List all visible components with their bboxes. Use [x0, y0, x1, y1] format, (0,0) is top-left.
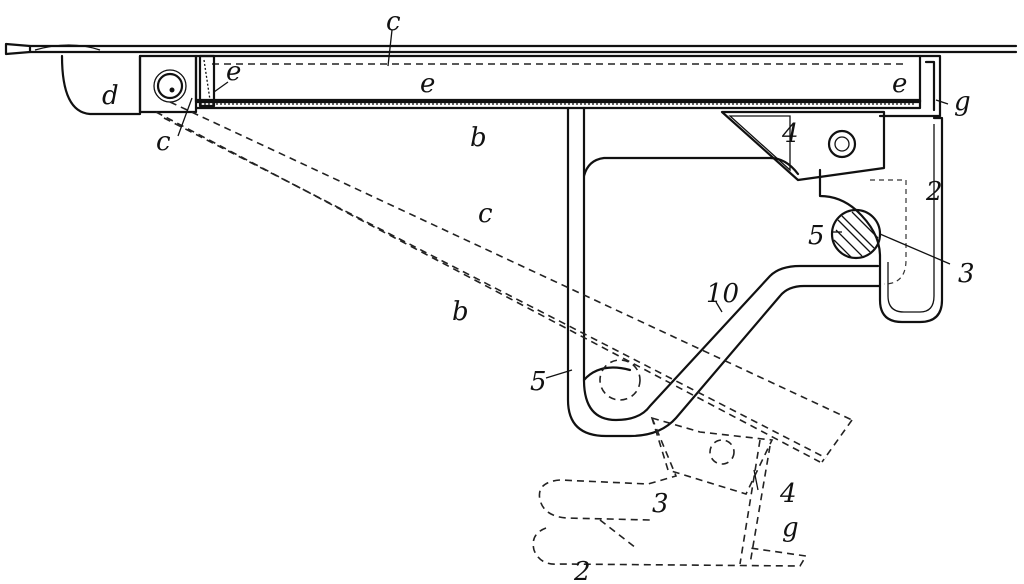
leader-lines: [177, 29, 951, 491]
hook-link-top: [818, 116, 944, 324]
latch-plate-top: [720, 110, 886, 182]
shaft-section: [830, 208, 882, 260]
label-4-low: 4: [779, 479, 797, 509]
label-c-diag: c: [478, 199, 493, 229]
top-plate: [4, 42, 1018, 56]
label-2-low: 2: [573, 557, 591, 584]
label-3-top: 3: [958, 259, 975, 289]
label-g-low: g: [782, 513, 799, 543]
hanger-bracket: [566, 106, 882, 438]
label-5-low: 5: [530, 367, 547, 397]
end-bracket: [878, 54, 942, 118]
label-2-top: 2: [925, 177, 943, 207]
lowered-leaf-ghost: [155, 101, 853, 463]
label-5-top: 5: [808, 221, 825, 251]
label-4-top: 4: [781, 119, 799, 149]
label-10: 10: [706, 279, 739, 309]
label-e-left: e: [226, 57, 241, 87]
label-e-right: e: [892, 69, 907, 99]
label-b-diag: b: [452, 297, 469, 327]
label-3-low: 3: [652, 489, 669, 519]
label-g-top: g: [954, 87, 971, 117]
label-c-lower-left: c: [156, 127, 171, 157]
hinge-block: [60, 54, 198, 116]
label-d: d: [102, 81, 119, 111]
leaf-frame: [194, 54, 922, 110]
label-e-mid: e: [420, 69, 435, 99]
reference-labels: c d e e e g c b 4 2 5 3 c b 10 5 3 4 g 2: [102, 7, 975, 584]
lowered-latch-ghost: [532, 359, 808, 567]
label-b-top: b: [470, 123, 487, 153]
label-c-top: c: [386, 7, 401, 37]
